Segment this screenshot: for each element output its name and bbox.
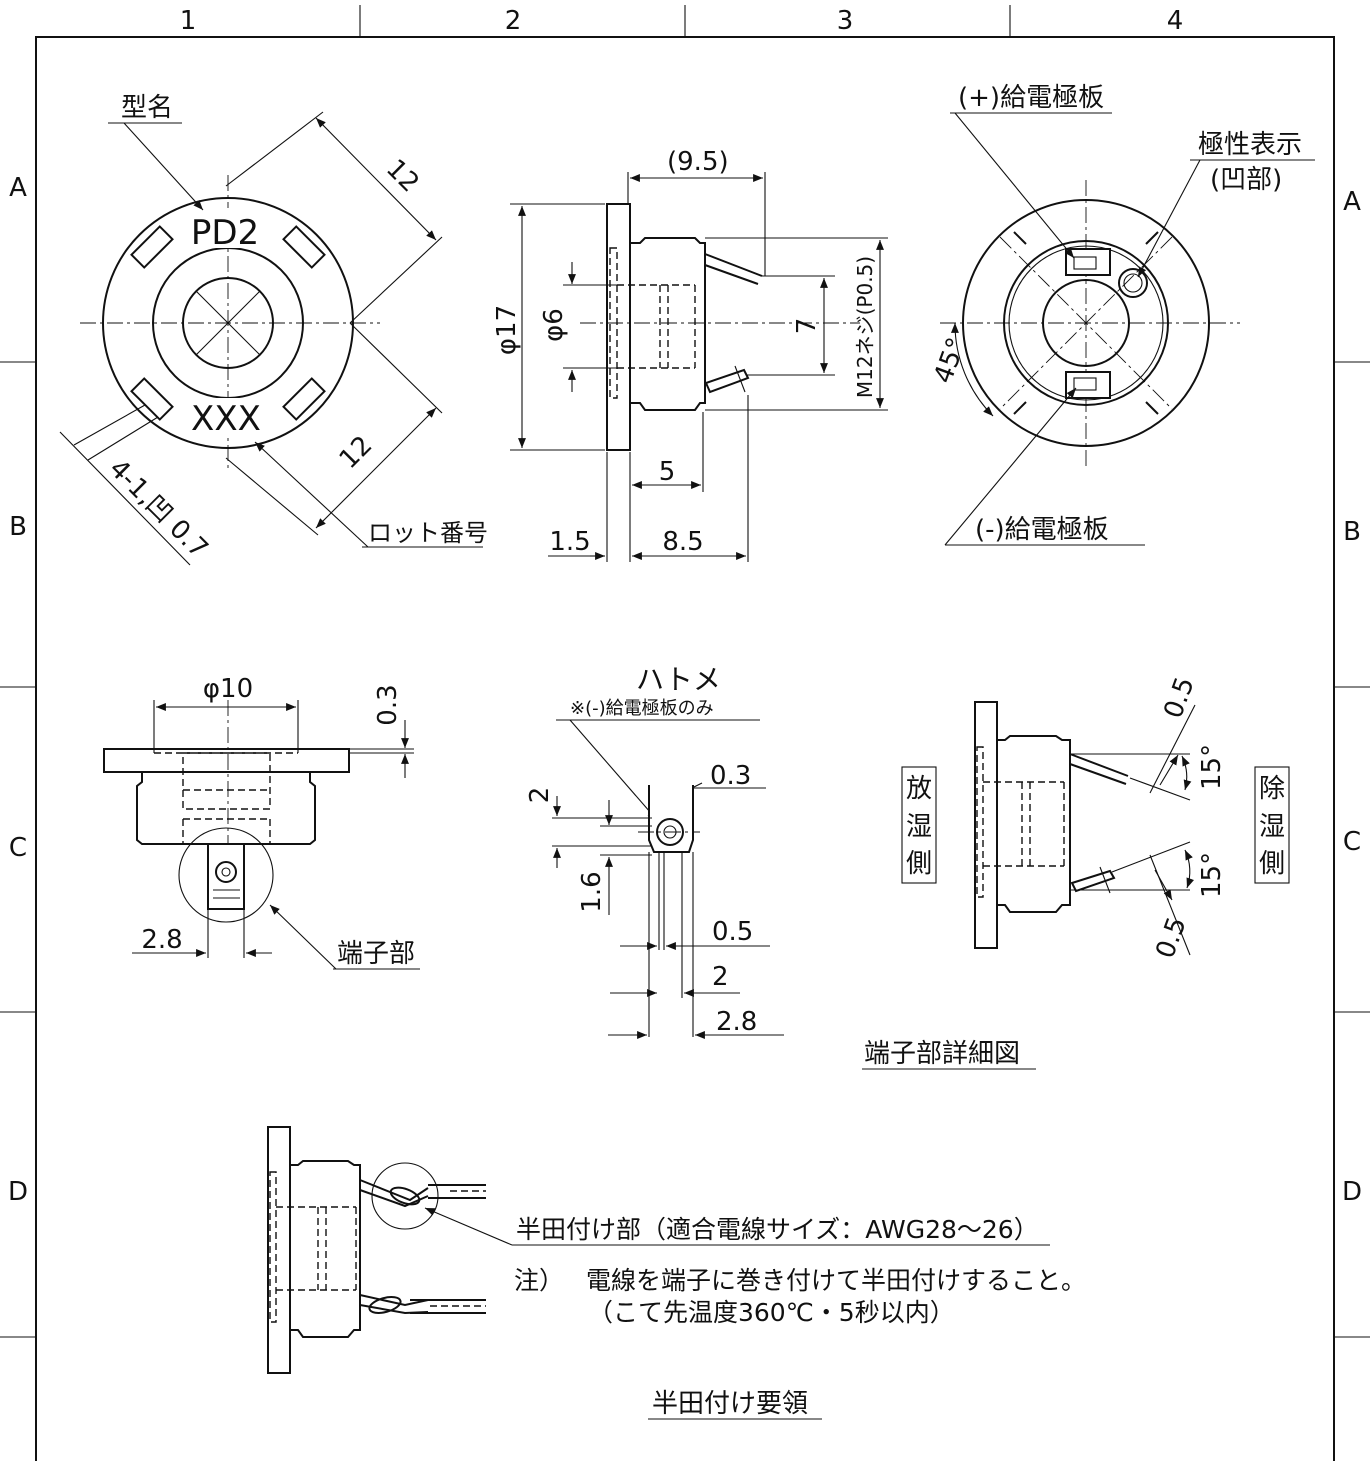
row-label-d-left: D	[8, 1177, 28, 1207]
dim-0-3-detail: 0.3	[710, 761, 751, 791]
dim-0-5-detail: 0.5	[712, 917, 753, 947]
row-label-b-right: B	[1343, 517, 1361, 547]
row-label-d-right: D	[1342, 1177, 1362, 1207]
terminal-label: 端子部	[337, 939, 415, 969]
dim-0-5-top: 0.5	[1158, 673, 1200, 722]
angle-bottom: 15°	[1197, 852, 1227, 898]
column-label-1: 1	[180, 6, 197, 36]
notch-group	[130, 225, 326, 421]
dim-front-bottom-12: 12	[334, 430, 379, 475]
side-view: (9.5) φ17 φ6 7 M12ネジ(P0.5) 5 1.5 8.5	[492, 147, 888, 562]
dim-dia17: φ17	[492, 305, 522, 355]
angle-top: 15°	[1197, 744, 1227, 790]
row-label-c-left: C	[9, 833, 27, 863]
dim-pitch: 7	[792, 318, 822, 335]
row-label-b-left: B	[9, 512, 27, 542]
rear-view: (+)給電極板 極性表示 (凹部) (-)給電極板 45°	[928, 83, 1315, 546]
dim-front-top-12: 12	[380, 154, 425, 199]
eyelet-note: ※(-)給電極板のみ	[570, 698, 714, 719]
column-label-4: 4	[1167, 6, 1184, 36]
polarity-sub-label: (凹部)	[1210, 165, 1282, 195]
dehumidify-view: 放 湿 側 除 湿 側 0.5 15° 15° 0.5	[901, 673, 1290, 962]
note-line-1: 電線を端子に巻き付けて半田付けすること。	[586, 1266, 1086, 1295]
note-prefix: 注）	[514, 1266, 564, 1295]
dim-2-vertical: 2	[525, 787, 555, 804]
dim-1-5: 1.5	[549, 527, 590, 557]
dim-1-6: 1.6	[577, 871, 607, 912]
soldering-view: 半田付け部（適合電線サイズ：AWG28～26） 注） 電線を端子に巻き付けて半田…	[267, 1126, 1086, 1420]
dim-5: 5	[659, 457, 676, 487]
bottom-view: φ10 0.3 2.8 端子部	[103, 674, 420, 970]
lot-number-label: ロット番号	[368, 519, 488, 547]
note-line-2: （こて先温度360℃・5秒以内）	[588, 1298, 955, 1327]
terminal-detail: ハトメ ※(-)給電極板のみ 0.3 2 1.6 0.5 2	[525, 663, 1036, 1070]
polarity-label: 極性表示	[1198, 130, 1302, 160]
row-label-a-left: A	[9, 173, 27, 203]
dehumidify-side-char-2: 湿	[1259, 812, 1285, 842]
terminal-detail-caption: 端子部詳細図	[864, 1039, 1020, 1069]
dim-0-5-bottom: 0.5	[1150, 913, 1192, 962]
column-label-3: 3	[837, 6, 854, 36]
dim-thread: M12ネジ(P0.5)	[853, 256, 877, 398]
dim-2-8-bottom: 2.8	[141, 925, 182, 955]
dim-2-horizontal: 2	[712, 962, 729, 992]
release-side-char-1: 放	[906, 774, 932, 804]
lot-text: XXX	[191, 399, 261, 439]
dim-0-3-bottom: 0.3	[373, 684, 403, 725]
solder-part-label: 半田付け部（適合電線サイズ：AWG28～26）	[516, 1215, 1039, 1244]
dim-notch: 4-1,凹 0.7	[103, 454, 214, 565]
release-side-char-2: 湿	[906, 812, 932, 842]
front-view: PD2 XXX 型名 ロット番号 12 12 4-1,凹 0.7	[59, 93, 488, 566]
dim-2-8-detail: 2.8	[716, 1007, 757, 1037]
dim-8-5: 8.5	[662, 527, 703, 557]
model-label: 型名	[121, 93, 173, 123]
eyelet-title: ハトメ	[636, 663, 721, 696]
dim-length-ref: (9.5)	[667, 147, 729, 177]
plus-plate-label: (+)給電極板	[958, 83, 1104, 113]
dehumidify-side-char-1: 除	[1259, 774, 1285, 804]
row-label-c-right: C	[1343, 827, 1361, 857]
dim-dia6: φ6	[539, 308, 569, 342]
dehumidify-side-char-3: 側	[1259, 849, 1285, 879]
drawing-frame: 1 2 3 4 A B C D A B C D	[0, 5, 1370, 1461]
dim-dia10: φ10	[203, 674, 253, 704]
column-label-2: 2	[505, 6, 522, 36]
rear-angle: 45°	[928, 334, 972, 388]
model-text: PD2	[191, 213, 259, 253]
minus-plate-label: (-)給電極板	[975, 515, 1109, 545]
soldering-caption: 半田付け要領	[652, 1389, 808, 1419]
row-label-a-right: A	[1343, 187, 1361, 217]
release-side-char-3: 側	[906, 849, 932, 879]
